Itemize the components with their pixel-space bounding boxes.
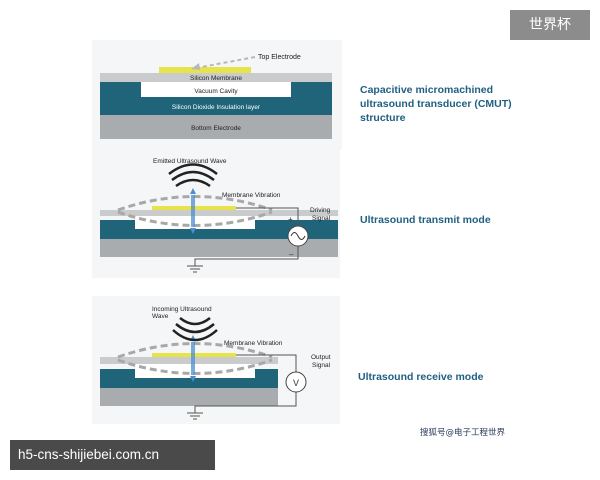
sine-wave-icon (290, 232, 306, 240)
silicon-membrane (100, 357, 278, 364)
receive-mode-title: Ultrasound receive mode (358, 371, 484, 383)
label-membrane-vibration: Membrane Vibration (224, 340, 283, 347)
wire-top (236, 207, 299, 226)
label-incoming-wave: Incoming Ultrasound (152, 306, 212, 313)
label-top-electrode: Top Electrode (258, 54, 301, 61)
ground-icon (187, 265, 203, 273)
voltmeter-label: V (293, 378, 299, 388)
silicon-membrane (100, 73, 332, 82)
label-membrane-vibration: Membrane Vibration (222, 192, 281, 199)
vacuum-cavity (141, 82, 291, 97)
wave-arc-2 (171, 170, 215, 182)
label-output: Output (311, 354, 331, 361)
structure-title: Capacitive micromachined ultrasound tran… (360, 84, 512, 124)
transmit-mode-title: Ultrasound transmit mode (360, 214, 491, 226)
vibration-axis (191, 342, 195, 375)
footer-url: h5-cns-shijiebei.com.cn (10, 440, 215, 470)
label-signal: Signal (312, 215, 331, 222)
label-signal: Signal (312, 362, 331, 369)
wire-bottom (194, 392, 297, 413)
bottom-electrode-layer (100, 388, 278, 406)
label-driving: Driving (310, 207, 331, 214)
label-vacuum-cavity: Vacuum Cavity (194, 88, 238, 95)
leader-arrowhead (191, 63, 200, 70)
top-electrode (159, 67, 251, 73)
bottom-electrode-layer (100, 239, 338, 257)
source-caption: 搜狐号@电子工程世界 (420, 428, 506, 438)
label-insulation: Silicon Dioxide Insulation layer (172, 104, 261, 111)
plus-sign: + (288, 215, 293, 224)
label-emitted-wave: Emitted Ultrasound Wave (153, 158, 227, 165)
watermark-badge: 世界杯 (510, 10, 590, 40)
label-silicon-membrane: Silicon Membrane (190, 75, 242, 82)
wave-arc-2 (175, 323, 215, 334)
wave-arc-3 (172, 329, 218, 342)
panel-receive: Incoming Ultrasound Wave Membrane Vibrat… (92, 296, 340, 424)
wave-arc-1 (179, 316, 211, 326)
wire-bottom (194, 246, 299, 266)
wave-arc-1 (175, 178, 211, 188)
voltmeter-icon (285, 371, 307, 393)
leader-line (195, 56, 256, 69)
panel-transmit: Emitted Ultrasound Wave Membrane Vibrati… (92, 150, 340, 278)
label-bottom-electrode: Bottom Electrode (191, 125, 241, 132)
wave-arc-3 (168, 163, 218, 175)
label-incoming-wave-2: Wave (152, 313, 169, 320)
ground-icon (187, 412, 203, 420)
vibration-axis (191, 195, 195, 227)
insulation-layer (100, 97, 332, 115)
minus-sign: – (289, 250, 294, 259)
panel-structure: Top Electrode Silicon Membrane Vacuum Ca… (92, 40, 342, 150)
wire-top (236, 354, 297, 372)
silicon-membrane (100, 210, 338, 216)
bottom-electrode-layer (100, 115, 332, 139)
